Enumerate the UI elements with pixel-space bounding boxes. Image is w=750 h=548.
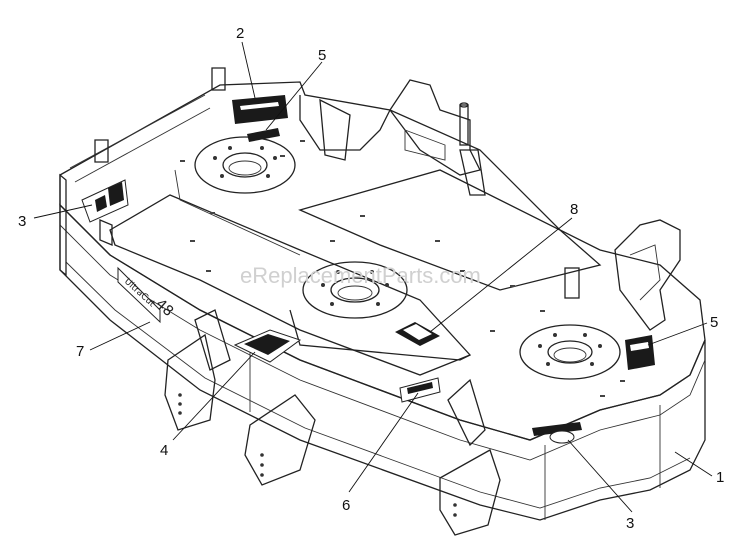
callout-3-upper: 3 [18, 213, 26, 230]
callout-5-right: 5 [710, 314, 718, 331]
watermark-text: eReplacementParts.com [240, 263, 481, 288]
leader-lines [33, 41, 713, 513]
left-rear-tabs [94, 67, 226, 246]
spindle-center [302, 261, 408, 319]
deck-shell [59, 81, 706, 521]
decal-3-upper [81, 179, 129, 223]
callout-4: 4 [160, 442, 168, 459]
decal-4 [233, 329, 302, 363]
side-lift-bracket [564, 219, 681, 331]
decal-5-upper [247, 128, 280, 142]
spindle-left [194, 136, 296, 194]
spindle-right [519, 324, 621, 380]
decal-6 [399, 377, 441, 403]
callout-3-lower: 3 [626, 515, 634, 532]
decal-8 [395, 322, 440, 346]
callout-5-upper: 5 [318, 47, 326, 64]
callout-1: 1 [716, 469, 724, 486]
decal-5-right [625, 335, 655, 370]
center-baffle [109, 169, 602, 376]
decal-2 [232, 95, 288, 124]
deck-brand-label: UltraCut [122, 277, 157, 310]
callouts: 2 5 3 8 5 7 4 6 1 3 [18, 25, 724, 532]
callout-7: 7 [76, 343, 84, 360]
callout-6: 6 [342, 497, 350, 514]
rear-hitch-bracket [299, 79, 486, 196]
decal-7-brand: UltraCut 48 [117, 266, 176, 324]
decal-3-lower [532, 422, 582, 444]
callout-8: 8 [570, 201, 578, 218]
deck-slots [180, 140, 625, 397]
front-brackets [164, 309, 501, 536]
callout-2: 2 [236, 25, 244, 42]
